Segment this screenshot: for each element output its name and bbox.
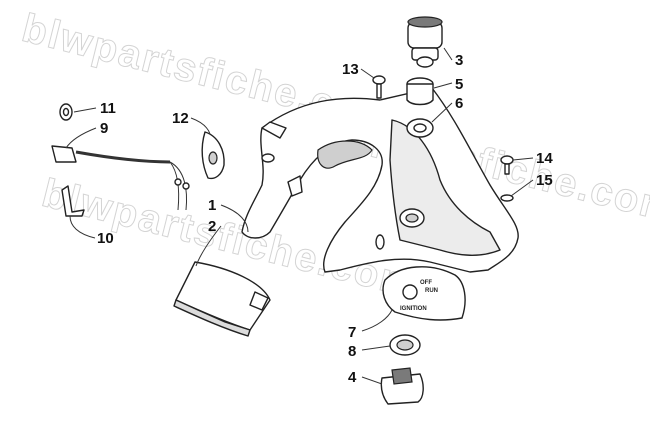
leader-lines [65, 47, 534, 385]
washer-part[interactable] [406, 118, 434, 138]
callout-12: 12 [172, 110, 189, 127]
callout-14: 14 [536, 150, 553, 167]
lever-part[interactable] [61, 185, 85, 217]
callout-13: 13 [342, 61, 359, 78]
ignition-key-part[interactable] [380, 367, 424, 405]
switch-plate-part[interactable]: OFF RUN IGNITION [382, 266, 466, 321]
bezel-nut-part[interactable] [389, 334, 421, 356]
callout-6: 6 [455, 95, 463, 112]
callout-3: 3 [455, 52, 463, 69]
switch-plate-off-label: OFF [420, 280, 432, 286]
callout-10: 10 [97, 230, 114, 247]
callout-8: 8 [348, 343, 356, 360]
sleeve-nut-part[interactable] [406, 77, 434, 106]
callout-7: 7 [348, 324, 356, 341]
grommet-part[interactable] [201, 131, 225, 180]
switch-plate-run-label: RUN [425, 288, 438, 294]
callouts: 1 2 3 4 5 6 7 8 9 10 11 12 13 14 15 [97, 52, 553, 386]
callout-4: 4 [348, 369, 357, 386]
callout-15: 15 [536, 172, 553, 189]
ignition-switch-part[interactable] [407, 16, 443, 68]
screw-14-part[interactable] [500, 155, 514, 175]
screw-13-part[interactable] [372, 75, 386, 99]
switch-plate-ignition-label: IGNITION [400, 306, 427, 312]
callout-2: 2 [208, 218, 216, 235]
callout-11: 11 [100, 100, 116, 117]
washer-11-part[interactable] [59, 103, 73, 121]
callout-9: 9 [100, 120, 108, 137]
washer-15-part[interactable] [500, 194, 514, 202]
throttle-cable-part[interactable] [51, 145, 190, 211]
lower-panel-part[interactable] [173, 261, 271, 337]
dash-housing-part[interactable] [241, 87, 519, 273]
callout-1: 1 [208, 197, 216, 214]
callout-5: 5 [455, 76, 463, 93]
